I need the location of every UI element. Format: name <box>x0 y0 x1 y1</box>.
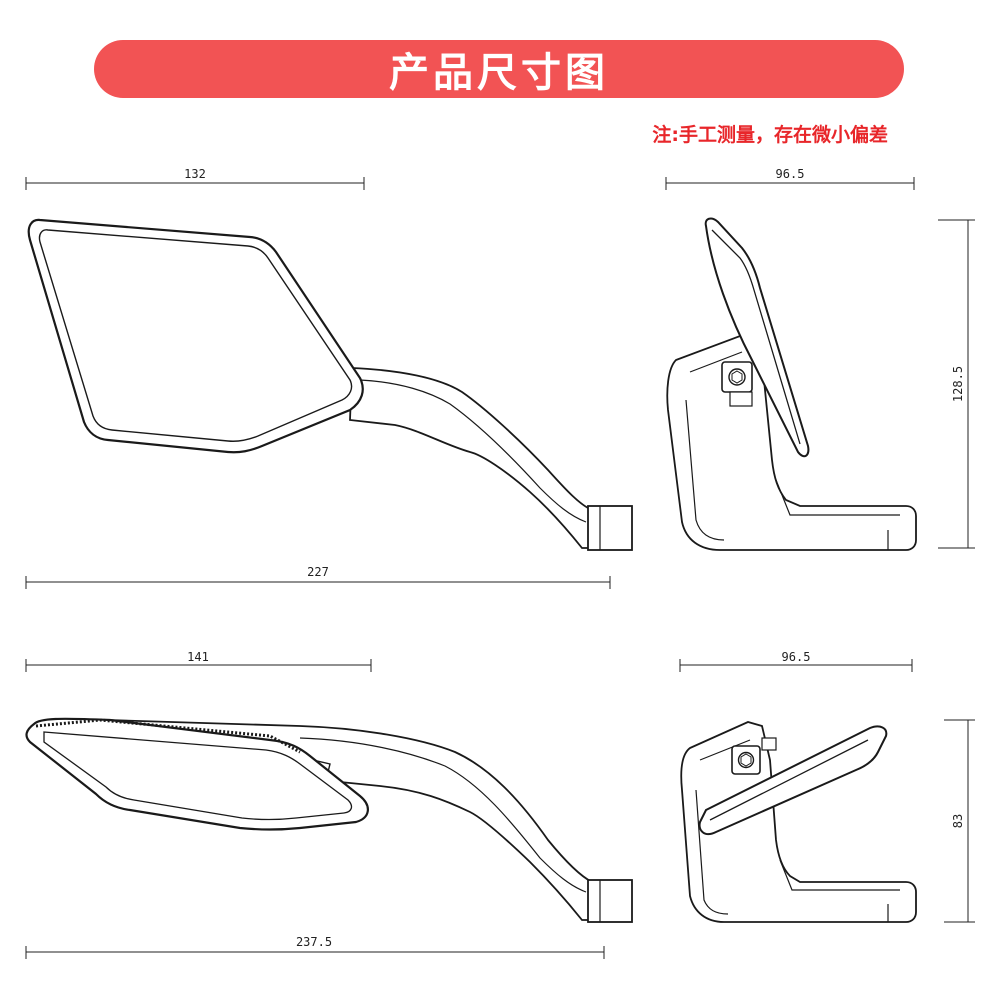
dim-label-top-front-mirror-width: 132 <box>184 167 206 181</box>
page-title: 产品尺寸图 <box>389 50 609 96</box>
dim-label-bottom-side-depth: 96.5 <box>782 650 811 664</box>
dim-label-top-side-height: 128.5 <box>951 366 965 402</box>
dim-label-top-front-total-width: 227 <box>307 565 329 579</box>
dim-label-bottom-front-mirror-width: 141 <box>187 650 209 664</box>
dimension-top-front-mirror-width: 132 <box>25 167 365 190</box>
bottom-front-view: 141 237.5 <box>25 650 633 959</box>
dimension-bottom-side-height: 83 <box>944 719 975 923</box>
top-side-bolt <box>721 361 753 393</box>
top-side-housing <box>666 335 917 551</box>
bottom-front-mirror <box>25 717 369 831</box>
bottom-side-view: 96.5 83 <box>679 650 975 923</box>
top-front-view: 132 227 <box>25 167 633 589</box>
dimension-bottom-side-depth: 96.5 <box>679 650 913 672</box>
title-banner: 产品尺寸图 <box>94 40 904 98</box>
dimension-top-side-height: 128.5 <box>938 219 975 549</box>
dimension-top-side-depth: 96.5 <box>665 167 915 190</box>
top-front-mirror <box>27 218 364 454</box>
bottom-side-mirror <box>698 725 888 836</box>
dimension-top-front-total-width: 227 <box>25 565 611 589</box>
dim-label-top-side-depth: 96.5 <box>776 167 805 181</box>
dimension-bottom-front-total-width: 237.5 <box>25 935 605 959</box>
top-front-arm <box>349 367 593 549</box>
top-front-mount <box>587 505 633 551</box>
measurement-note: 注:手工测量，存在微小偏差 <box>652 124 888 146</box>
top-side-view: 96.5 128.5 <box>665 167 975 551</box>
dim-label-bottom-front-total-width: 237.5 <box>296 935 332 949</box>
bottom-front-mount <box>587 879 633 923</box>
top-side-mirror <box>704 217 810 458</box>
dim-label-bottom-side-height: 83 <box>951 814 965 828</box>
dimension-bottom-front-mirror-width: 141 <box>25 650 372 672</box>
bottom-side-bolt <box>731 745 761 775</box>
